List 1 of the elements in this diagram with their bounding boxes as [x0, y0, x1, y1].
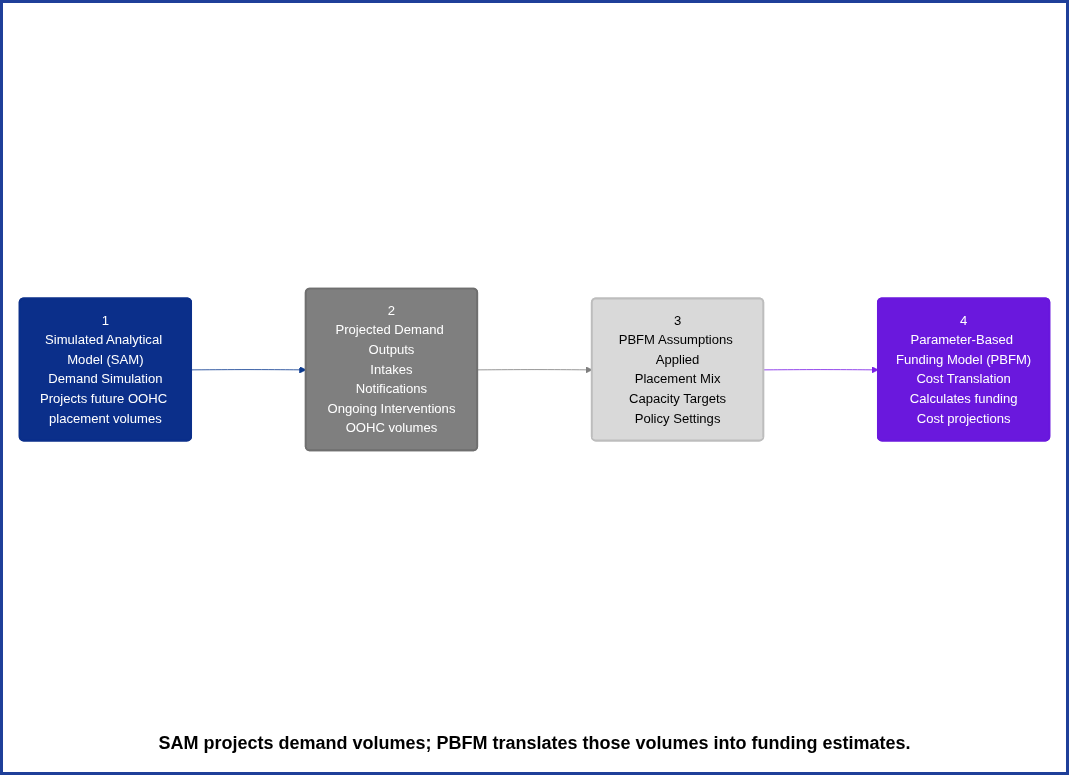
caption: SAM projects demand volumes; PBFM translates those volumes into funding estimates. — [157, 732, 912, 755]
